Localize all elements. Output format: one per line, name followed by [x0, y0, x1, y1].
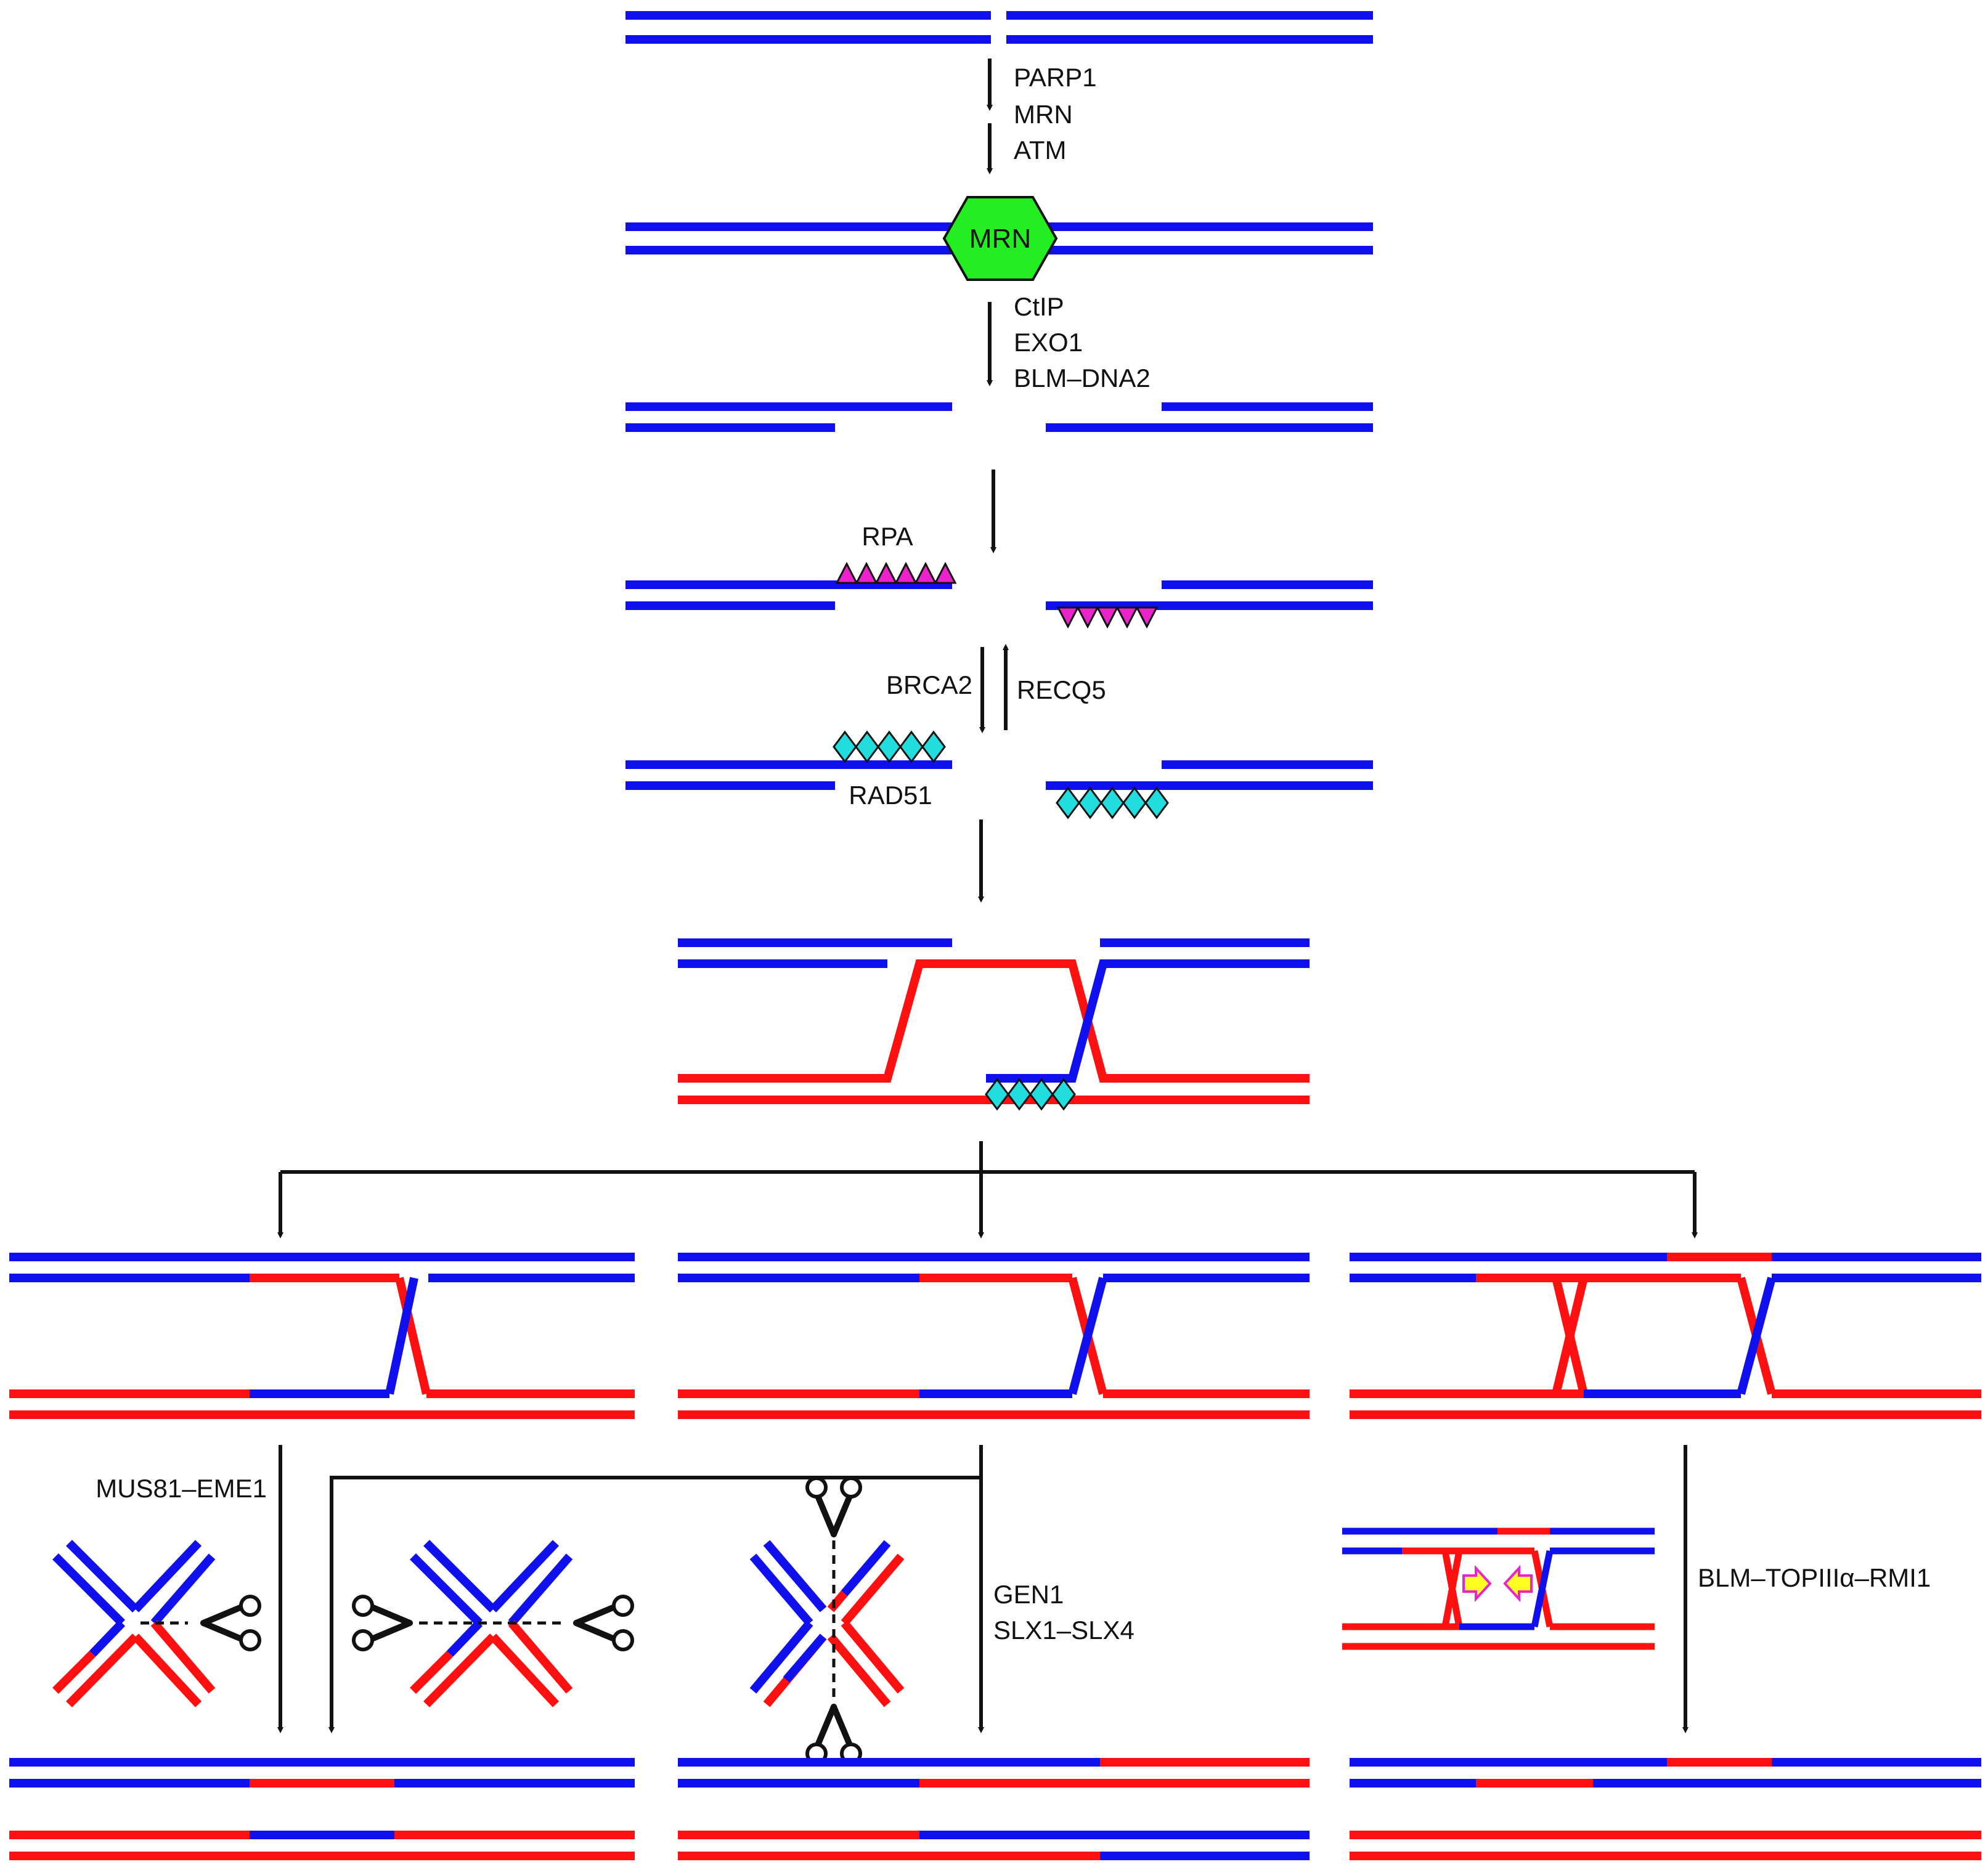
- stage-dsb: [625, 11, 1373, 44]
- stage-intermediate-left: [9, 1253, 635, 1419]
- label-ctip: CtIP: [1014, 292, 1064, 321]
- stage-intermediate-middle: [678, 1253, 1310, 1419]
- rad51-left: [833, 730, 946, 763]
- branch-migration-arrow-icon: [1503, 1564, 1533, 1603]
- rad51-dloop: [985, 1078, 1076, 1111]
- dhj-dissolution: [1342, 1527, 1655, 1650]
- label-mus81-eme1: MUS81–EME1: [96, 1474, 267, 1503]
- product-noncrossover-left: [9, 1758, 635, 1860]
- label-recq5: RECQ5: [1017, 675, 1106, 704]
- stage-rpa: [625, 580, 1373, 610]
- product-crossover-middle: [678, 1758, 1310, 1860]
- product-noncrossover-right: [1350, 1758, 1981, 1860]
- mrn-complex: [942, 196, 1058, 281]
- label-blm-topiii-rmi1: BLM–TOPIIIα–RMI1: [1698, 1563, 1931, 1592]
- stage-intermediate-right: [1350, 1253, 1981, 1419]
- label-mrn: MRN: [1014, 100, 1073, 129]
- rpa-right: [1056, 606, 1159, 629]
- label-rad51: RAD51: [849, 781, 932, 810]
- label-slx1-slx4: SLX1–SLX4: [993, 1616, 1135, 1645]
- label-gen1: GEN1: [993, 1580, 1064, 1609]
- label-exo1: EXO1: [1014, 328, 1083, 357]
- arrow-gen1: [328, 1445, 984, 1733]
- branch-migration-arrow-icon: [1462, 1564, 1492, 1603]
- label-brca2: BRCA2: [886, 670, 972, 699]
- label-blm-dna2: BLM–DNA2: [1014, 364, 1151, 393]
- stage-dloop: [678, 938, 1310, 1104]
- hj-double-cut: [354, 1540, 632, 1707]
- hj-single-cut: [52, 1540, 259, 1707]
- label-atm: ATM: [1014, 136, 1067, 165]
- stage-resection: [625, 402, 1373, 432]
- stage-mrn: [625, 222, 1373, 254]
- mrn-complex-label: MRN: [969, 224, 1031, 254]
- rad51-right: [1056, 786, 1169, 820]
- rpa-left: [835, 561, 957, 584]
- branch-arrows: [277, 1141, 1698, 1239]
- stage-rad51: [625, 760, 1373, 790]
- hj-vertical-cut: [749, 1478, 905, 1763]
- label-parp1: PARP1: [1014, 63, 1097, 92]
- label-rpa: RPA: [862, 522, 913, 551]
